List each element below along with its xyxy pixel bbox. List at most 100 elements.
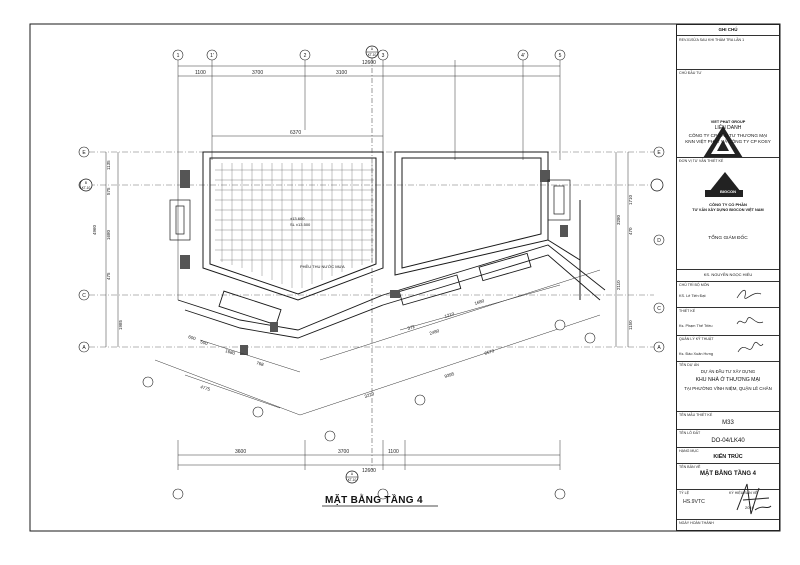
scale-label: TỶ LỆ xyxy=(679,491,689,495)
revision-row: REV.01 SỬA SAU KHI THẨM TRA LẦN 1 xyxy=(677,35,779,43)
category-value: KIẾN TRÚC xyxy=(713,454,743,460)
lead-row: CHỦ TRÌ BỘ MÔN KS. Lê Tiến Đạt xyxy=(677,281,779,307)
building-outline-right-wing xyxy=(394,151,581,300)
designer-signature xyxy=(736,317,764,325)
group-name: VIET PHAT GROUP xyxy=(710,120,746,124)
designer-name: Ks. Phạm Thế Triều xyxy=(679,324,713,328)
dim-3220: 3220 xyxy=(364,391,376,399)
model-value: M33 xyxy=(722,420,734,426)
grid-left-A: A xyxy=(82,345,86,351)
category-label: HẠNG MỤC xyxy=(679,449,699,453)
project-section: TÊN DỰ ÁN DỰ ÁN ĐẦU TƯ XÂY DỰNG KHU NHÀ … xyxy=(677,361,779,411)
general-director: TỔNG GIÁM ĐỐC xyxy=(708,236,748,241)
drawing-name-value: MẶT BẰNG TẦNG 4 xyxy=(700,471,756,477)
right-dimension-chain xyxy=(615,152,629,347)
drawing-name-label: TÊN BẢN VẼ xyxy=(679,465,701,469)
lead-label: CHỦ TRÌ BỘ MÔN xyxy=(679,283,710,287)
section-a-bottom-letter: A xyxy=(351,472,354,476)
completion-label: NGÀY HOÀN THÀNH xyxy=(679,521,714,525)
project-line-1: DỰ ÁN ĐẦU TƯ XÂY DỰNG xyxy=(700,369,756,374)
wall-hatch xyxy=(180,170,568,355)
tech-manager-row: QUẢN LÝ KỸ THUẬT Ks. Đào Xuân Hưng xyxy=(677,335,779,361)
dim-2110: 2110 xyxy=(616,280,621,290)
dim-1680-diag-left: 1680 xyxy=(225,348,237,356)
director-name: KS. NGUYỄN NGỌC HIẾU xyxy=(703,272,753,277)
code-value: HS.9VTC xyxy=(683,499,705,505)
left-dimension-texts: 1135 575 1680 475 4960 1985 xyxy=(92,160,123,330)
diagonal-grid-bubbles xyxy=(142,319,596,442)
grid-label-1: 1 xyxy=(177,53,180,59)
scale-code-row: TỶ LỆ KÝ HIỆU BẢN VẼ HS.9VTC 2019 xyxy=(677,483,779,515)
category-row: HẠNG MỤC KIẾN TRÚC xyxy=(677,447,779,463)
grid-left-C: C xyxy=(82,293,86,299)
lead-signature xyxy=(736,289,762,299)
dim-3280: 3280 xyxy=(616,214,621,225)
lead-name: KS. Lê Tiến Đạt xyxy=(679,294,706,298)
project-label: TÊN DỰ ÁN xyxy=(679,363,699,367)
grid-label-5: 5 xyxy=(559,53,562,59)
dim-1100: 1100 xyxy=(195,70,206,76)
level-sl-13500: SL ±13.500 xyxy=(290,222,311,227)
year-text: 2019 xyxy=(745,505,754,510)
side-balconies xyxy=(169,179,571,241)
dim-475: 475 xyxy=(106,272,111,280)
grid-right-A: A xyxy=(657,345,661,351)
dim-6370: 6370 xyxy=(290,130,301,136)
top-dimension-texts: 1100 3700 3100 12600 6370 xyxy=(195,60,376,136)
owner-label: CHỦ ĐẦU TƯ xyxy=(679,71,702,75)
dim-1680-left: 1680 xyxy=(106,229,111,240)
tech-manager-label: QUẢN LÝ KỸ THUẬT xyxy=(679,337,714,341)
notes-header: GHI CHÚ xyxy=(718,27,738,32)
dim-3600: 3600 xyxy=(235,449,246,455)
dim-600: 600 xyxy=(188,334,197,341)
bigcon-name: BIGCON xyxy=(720,189,736,194)
dim-1210: 1210 xyxy=(444,311,456,319)
dim-4775: 4775 xyxy=(200,384,212,392)
diagonal-facade xyxy=(177,244,606,339)
section-a-top-ref: KT-10 xyxy=(368,53,377,57)
section-a-bottom-ref: KT-10 xyxy=(348,478,357,482)
director-row: KS. NGUYỄN NGỌC HIẾU xyxy=(677,269,779,281)
top-dimension-chain xyxy=(177,60,561,300)
model-label: TÊN MẪU THIẾT KẾ xyxy=(679,413,713,417)
grid-left-E: E xyxy=(82,150,86,156)
section-marker-labels: A KT-10 B KT-10 A KT-10 xyxy=(82,47,377,482)
left-dimension-chain xyxy=(105,152,119,347)
tech-manager-signature xyxy=(737,341,764,353)
grid-label-2: 2 xyxy=(304,53,307,59)
section-b-left-ref: KT-10 xyxy=(82,186,91,190)
approval-signature xyxy=(736,483,772,515)
dim-372: 372 xyxy=(407,324,416,331)
grid-label-4p: 4' xyxy=(521,53,525,59)
tech-manager-name: Ks. Đào Xuân Hưng xyxy=(679,352,713,356)
grid-bubbles-left xyxy=(78,146,665,353)
viet-phat-logo xyxy=(703,126,743,158)
dim-470: 470 xyxy=(628,227,633,235)
level-13600: ±13.600 xyxy=(290,216,305,221)
bottom-dimension-texts: 3600 3700 1100 12600 xyxy=(235,449,399,474)
joint-venture: LIÊN DANH xyxy=(714,125,742,131)
dim-1135: 1135 xyxy=(106,160,111,170)
dim-1100-bottom: 1100 xyxy=(388,449,399,455)
owner-line-2: KNN VIỆT PHÁT VÀ CÔNG TY CP KOSY xyxy=(685,139,771,144)
level-annotations: ±13.600 SL ±13.500 PHỄU THU NƯỚC MƯA xyxy=(290,216,345,269)
lot-row: TÊN LÔ ĐẤT DO-04/LK40 xyxy=(677,429,779,447)
grid-right-D: D xyxy=(657,238,661,244)
dim-1150: 1150 xyxy=(628,320,633,330)
designer-row: THIẾT KẾ Ks. Phạm Thế Triều xyxy=(677,307,779,335)
project-line-2: KHU NHÀ Ở THƯƠNG MẠI xyxy=(695,377,761,383)
grid-label-1p: 1' xyxy=(210,53,214,59)
dim-500: 500 xyxy=(200,339,209,346)
grid-side-labels: E C A E D C A xyxy=(82,150,661,351)
right-dimension-texts: 3280 1710 470 2110 1150 xyxy=(616,194,633,330)
grid-label-3: 3 xyxy=(382,53,385,59)
dim-575: 575 xyxy=(106,187,111,195)
dim-1985: 1985 xyxy=(118,319,123,330)
bigcon-logo xyxy=(705,172,743,197)
grid-bubble-labels: 1 1' 2 3 4' 5 xyxy=(177,53,562,59)
dim-1680-diag: 1680 xyxy=(474,298,486,306)
dim-768: 768 xyxy=(256,360,265,367)
dim-12600-bottom: 12600 xyxy=(362,468,376,474)
